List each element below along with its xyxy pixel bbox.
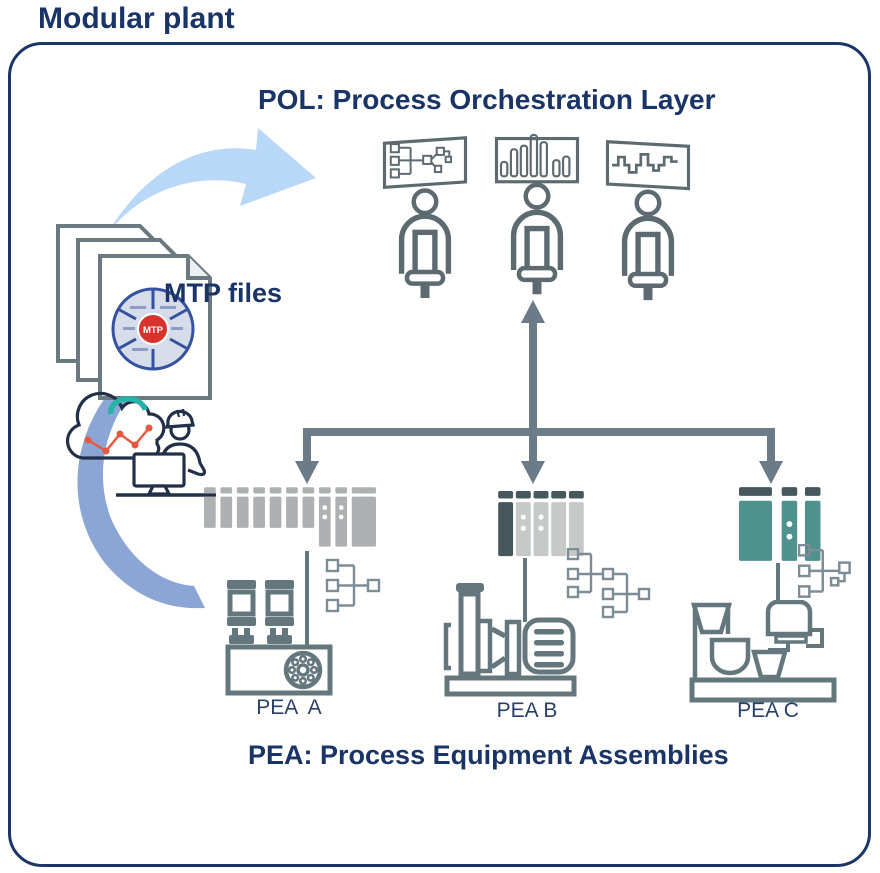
barchart-screen-content bbox=[499, 133, 571, 178]
pea-b-plc-rack bbox=[498, 491, 584, 557]
small-hopper-icon bbox=[751, 649, 788, 680]
flowchart-screen-content bbox=[389, 143, 453, 179]
valve-stack bbox=[227, 580, 294, 644]
mtp-files-label: MTP files bbox=[164, 278, 283, 308]
pea-connection-lines bbox=[305, 551, 780, 650]
pea-a-tree-diagram bbox=[325, 558, 381, 613]
pea-a-equipment bbox=[225, 580, 333, 696]
pea-c-label: PEA C bbox=[737, 699, 799, 722]
motor-icon bbox=[522, 617, 576, 675]
pea-c-equipment bbox=[689, 600, 837, 703]
pea-b-label: PEA B bbox=[496, 699, 558, 722]
page-title: Modular plant bbox=[38, 2, 235, 35]
signal-screen-content bbox=[612, 153, 678, 174]
pea-b-tree-diagram bbox=[566, 548, 651, 619]
pol-heading: POL: Process Orchestration Layer bbox=[258, 84, 716, 115]
base-platform bbox=[689, 677, 837, 703]
cycle-arc-arrow bbox=[77, 374, 205, 609]
pea-c-plc-rack bbox=[739, 487, 821, 561]
mtp-wheel-label: MTP bbox=[143, 325, 164, 336]
pol-pea-distribution-arrows bbox=[295, 300, 783, 484]
mixer-vessel bbox=[765, 600, 813, 637]
pea-b-equipment bbox=[443, 583, 577, 697]
chair-back bbox=[524, 225, 550, 273]
wheel-segment-text-marks bbox=[123, 306, 183, 351]
monitor-icon bbox=[132, 452, 186, 488]
pump-column bbox=[458, 591, 481, 677]
teal-arc bbox=[108, 396, 148, 415]
hopper-icon bbox=[690, 602, 733, 635]
horizontal-vessel bbox=[225, 644, 333, 696]
stool-seat bbox=[516, 265, 558, 283]
operator-at-signal-screen-icon bbox=[605, 140, 691, 301]
bearing-icon bbox=[283, 650, 323, 690]
stool-seat bbox=[627, 271, 669, 288]
chair-back bbox=[635, 231, 661, 279]
operator-at-barchart-screen-icon bbox=[494, 133, 580, 295]
stool-seat bbox=[404, 269, 446, 286]
stool-stem bbox=[643, 286, 653, 301]
hard-hat-icon bbox=[164, 409, 196, 429]
piping bbox=[768, 628, 824, 652]
stool-stem bbox=[532, 280, 542, 295]
mtp-wheel: MTP bbox=[111, 287, 195, 371]
trend-line bbox=[84, 424, 153, 455]
operator-head bbox=[634, 189, 662, 217]
pea-heading: PEA: Process Equipment Assemblies bbox=[248, 740, 729, 770]
stool-stem bbox=[420, 284, 430, 299]
operator-head bbox=[523, 182, 551, 210]
cloud-icon bbox=[65, 391, 166, 460]
base-platform bbox=[444, 675, 577, 697]
pea-a-plc-rack bbox=[204, 487, 376, 547]
round-bottom-vessel bbox=[709, 637, 751, 676]
engineer-cloud-icon bbox=[65, 391, 216, 497]
mtp-to-pol-arrow bbox=[100, 128, 316, 246]
mtp-files-icon: MTP bbox=[56, 224, 212, 400]
operator-head bbox=[411, 188, 439, 216]
operator-at-flowchart-screen-icon bbox=[382, 136, 468, 299]
modular-plant-frame bbox=[8, 42, 871, 867]
pea-a-label: PEA A bbox=[256, 696, 322, 719]
chair-back bbox=[412, 229, 438, 277]
pea-c-tree-diagram bbox=[798, 544, 851, 598]
